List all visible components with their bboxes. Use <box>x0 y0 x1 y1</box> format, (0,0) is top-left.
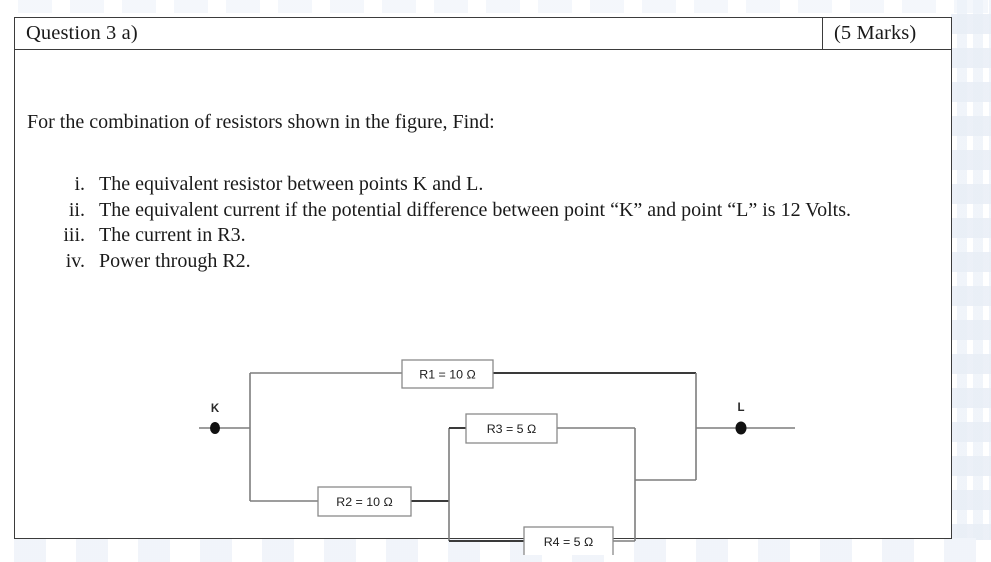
list-item-label: The equivalent current if the potential … <box>99 198 851 221</box>
node-k-dot <box>210 422 220 434</box>
list-item-label: The current in R3. <box>99 224 246 246</box>
background-texture-top <box>0 0 991 13</box>
node-l: L <box>735 402 747 435</box>
resistor-r2-box <box>317 486 412 517</box>
list-item-marker: iv. <box>65 249 85 272</box>
resistor-r3-box <box>465 413 558 444</box>
resistor-r4-box <box>523 526 614 555</box>
question-sheet: Question 3 a) (5 Marks) For the combinat… <box>14 17 952 555</box>
page-title: Question 3 a) <box>26 22 138 45</box>
list-item-marker: iii. <box>63 224 85 246</box>
question-body: For the combination of resistors shown i… <box>15 50 951 555</box>
resistor-r4-label: R4 = 5 Ω <box>544 535 594 549</box>
circuit-diagram: R1 = 10 Ω R2 = 10 Ω R3 = 5 Ω R4 = 5 Ω <box>185 340 825 555</box>
resistor-r4: R4 = 5 Ω <box>523 526 614 555</box>
list-item-marker: i. <box>74 173 85 195</box>
marks-badge: (5 Marks) <box>834 22 917 45</box>
resistor-r1-label: R1 = 10 Ω <box>419 368 475 382</box>
circuit-svg: R1 = 10 Ω R2 = 10 Ω R3 = 5 Ω R4 = 5 Ω <box>199 359 795 555</box>
resistor-r1: R1 = 10 Ω <box>401 359 494 389</box>
resistor-r1-box <box>401 359 494 389</box>
list-item: i. The equivalent resistor between point… <box>27 172 927 198</box>
resistor-r2-label: R2 = 10 Ω <box>336 495 392 509</box>
question-title-cell: Question 3 a) <box>15 18 823 49</box>
resistor-r3-label: R3 = 5 Ω <box>487 422 537 436</box>
node-l-label: L <box>737 402 744 414</box>
node-l-dot <box>735 421 747 435</box>
list-item-marker: ii. <box>68 198 85 221</box>
list-item: ii. The equivalent current if the potent… <box>27 198 927 224</box>
list-item-label: The equivalent resistor between points K… <box>99 173 484 195</box>
question-header-row: Question 3 a) (5 Marks) <box>15 18 951 50</box>
node-k-label: K <box>211 403 220 415</box>
circuit-wires <box>199 372 795 542</box>
node-k: K <box>210 403 220 434</box>
question-marks-cell: (5 Marks) <box>823 18 951 49</box>
intro-text: For the combination of resistors shown i… <box>27 111 495 133</box>
list-item-label: Power through R2. <box>99 249 251 272</box>
background-texture-right <box>951 0 991 540</box>
list-item: iii. The current in R3. <box>27 223 927 249</box>
resistor-r2: R2 = 10 Ω <box>317 486 412 517</box>
requirements-list: i. The equivalent resistor between point… <box>27 172 927 274</box>
list-item: iv. Power through R2. <box>27 249 927 275</box>
resistor-r3: R3 = 5 Ω <box>465 413 558 444</box>
